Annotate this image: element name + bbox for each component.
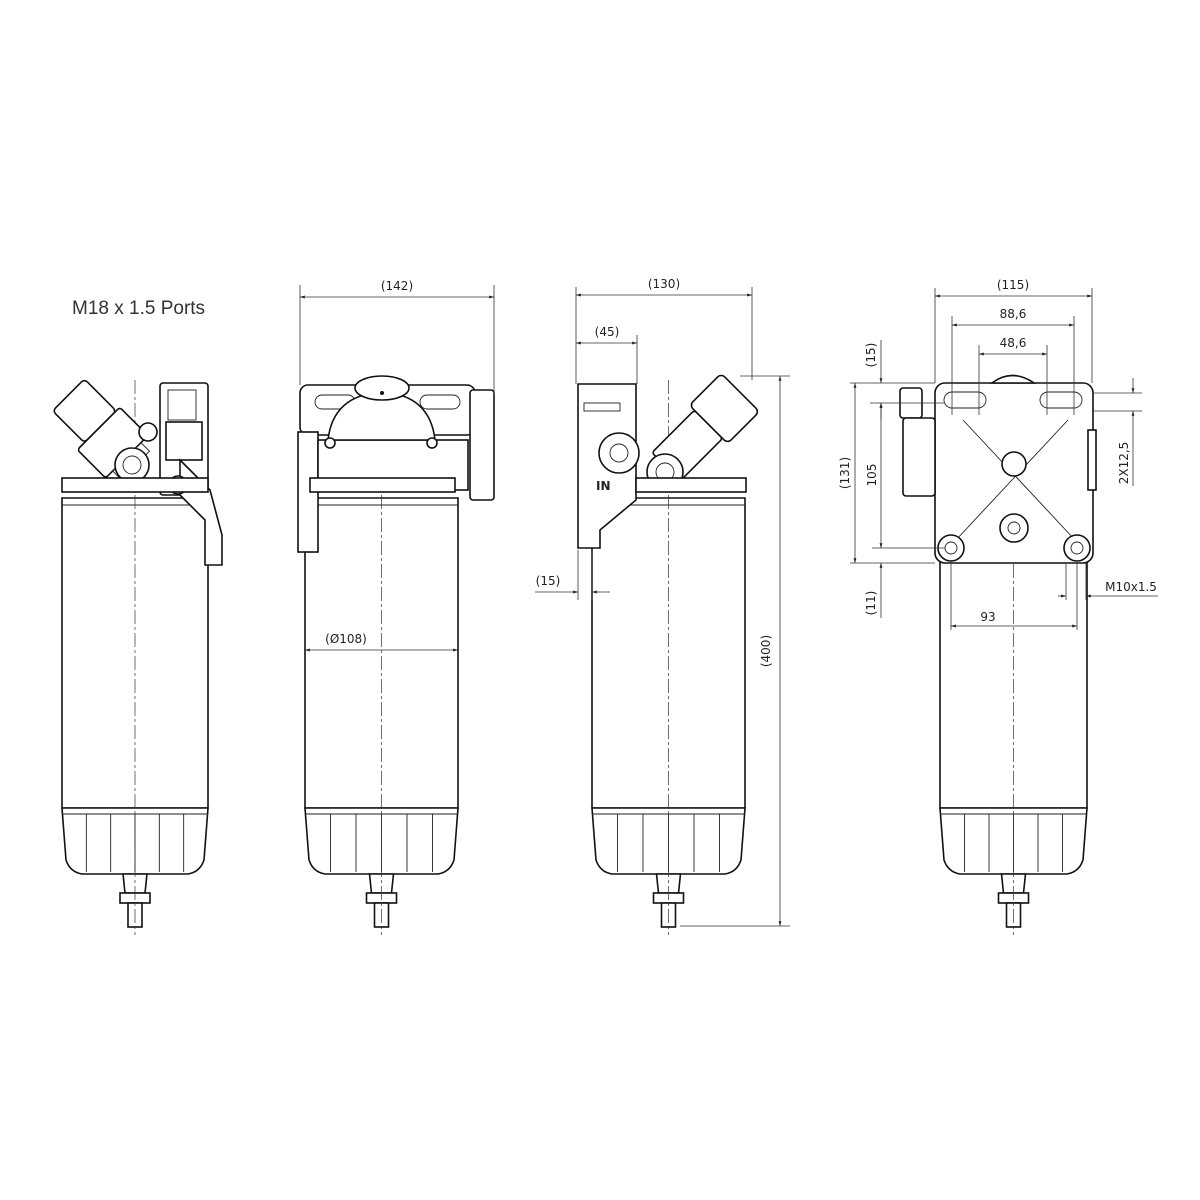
view4-dimensions: (115) 88,6 48,6 (15) (131) 105 (11) 2X12… — [838, 278, 1158, 630]
dim-hole-pitch-105: 105 — [865, 464, 879, 487]
view2-dimensions: (142) (Ø108) — [299, 279, 495, 652]
dim-width-115: (115) — [997, 278, 1029, 292]
dim-slot-inner: 48,6 — [1000, 336, 1027, 350]
dim-offset-45: (45) — [595, 325, 620, 339]
ports-title: M18 x 1.5 Ports — [72, 298, 205, 319]
dim-hole-spacing-93: 93 — [980, 610, 995, 624]
view3-dimensions: (130) (45) (15) (400) — [535, 277, 790, 927]
port-in-label: IN — [596, 479, 611, 493]
dim-bracket-15: (15) — [536, 574, 561, 588]
dim-width-142: (142) — [381, 279, 413, 293]
view2-head — [297, 375, 495, 553]
dim-slot-height: 2X12,5 — [1117, 442, 1131, 485]
view4-head — [899, 374, 1097, 564]
dim-top-15: (15) — [864, 343, 878, 368]
dim-thread-m10: M10x1.5 — [1105, 580, 1157, 594]
view1-head — [53, 379, 223, 566]
dim-bottom-11: (11) — [864, 591, 878, 616]
dim-overall-131: (131) — [838, 457, 852, 489]
dim-diameter-108: (Ø108) — [325, 632, 367, 646]
dim-slot-outer: 88,6 — [1000, 307, 1027, 321]
view3-head: IN — [577, 374, 759, 549]
dim-height-400: (400) — [759, 635, 773, 667]
dim-width-130: (130) — [648, 277, 680, 291]
